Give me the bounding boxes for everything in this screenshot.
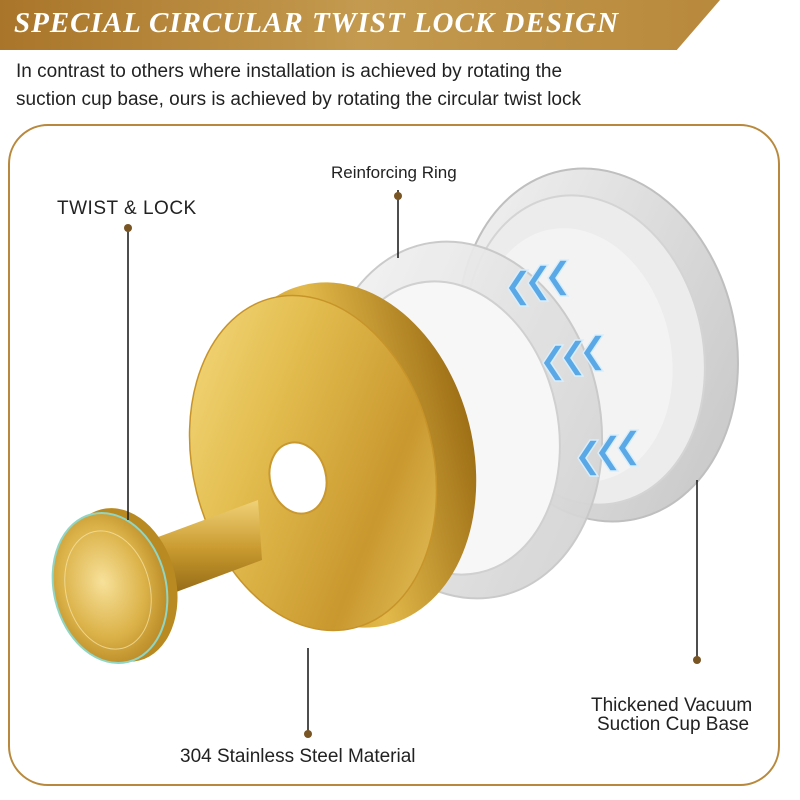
- arrow-group-middle: [542, 334, 605, 382]
- callout-twist-lock-pointer: [124, 224, 132, 520]
- title-banner: [0, 0, 720, 50]
- callout-steel-pointer: [304, 648, 312, 738]
- arrow-group-top: [507, 259, 570, 307]
- arrow-group-bottom: [577, 429, 640, 477]
- page-title: SPECIAL CIRCULAR TWIST LOCK DESIGN: [14, 7, 620, 39]
- reinforcing-ring-label: Reinforcing Ring: [331, 163, 457, 182]
- hook-knob: [51, 508, 178, 664]
- description-line-1: In contrast to others where installation…: [16, 61, 563, 82]
- suction-base-label-line-2: Suction Cup Base: [597, 714, 750, 735]
- description-line-2: suction cup base, ours is achieved by ro…: [16, 89, 581, 110]
- twist-lock-label: TWIST & LOCK: [57, 198, 197, 219]
- callout-base-pointer: [693, 480, 701, 664]
- steel-material-label: 304 Stainless Steel Material: [180, 746, 416, 767]
- callout-ring-pointer: [394, 190, 402, 258]
- hook-stem: [150, 500, 262, 598]
- suction-base-label-line-1: Thickened Vacuum: [591, 695, 753, 716]
